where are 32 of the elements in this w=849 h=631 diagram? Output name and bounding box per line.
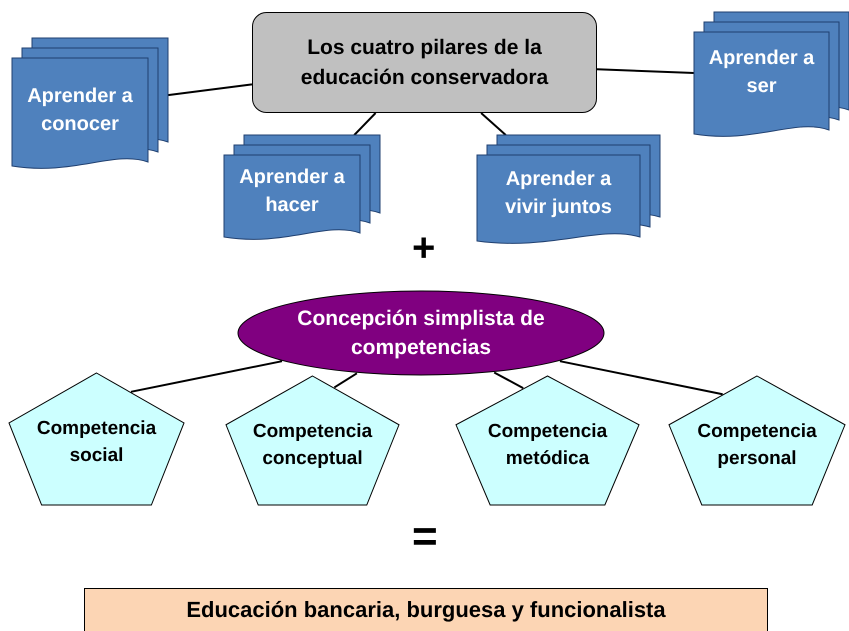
result-box — [84, 588, 768, 631]
document-stack — [12, 38, 168, 172]
node-label: Aprender a vivir juntos — [504, 167, 613, 220]
node-label: Competencia metódica — [486, 420, 608, 471]
concept-ellipse — [237, 290, 605, 376]
competence-pentagon — [668, 375, 846, 506]
equals-sign: = — [412, 515, 438, 559]
node-label: Competencia conceptual — [252, 420, 374, 471]
connector-line — [560, 360, 723, 396]
connector-line — [334, 372, 358, 388]
node-label: Competencia social — [36, 417, 158, 468]
connector-line — [168, 83, 252, 96]
node-label: Aprender a conocer — [26, 84, 134, 137]
connector-line — [130, 360, 282, 393]
competence-pentagon — [455, 375, 640, 506]
competence-pentagon — [8, 372, 185, 506]
connector-line — [354, 112, 376, 136]
document-stack — [694, 12, 849, 140]
plus-sign: + — [412, 228, 436, 268]
node-label: Los cuatro pilares de la educación conservadora — [300, 35, 550, 90]
connector-line — [596, 68, 694, 74]
node-label: Concepción simplista de competencias — [296, 306, 546, 361]
node-label: Educación bancaria, burguesa y funcionalista — [186, 596, 666, 624]
node-label: Aprender a hacer — [238, 165, 346, 218]
document-stack — [224, 135, 380, 243]
connector-line — [480, 112, 506, 136]
competence-pentagon — [225, 375, 400, 506]
connector-line — [494, 372, 524, 389]
node-label: Competencia personal — [696, 420, 818, 471]
node-label: Aprender a ser — [708, 46, 816, 99]
document-stack — [477, 135, 660, 247]
title-box — [252, 12, 597, 113]
